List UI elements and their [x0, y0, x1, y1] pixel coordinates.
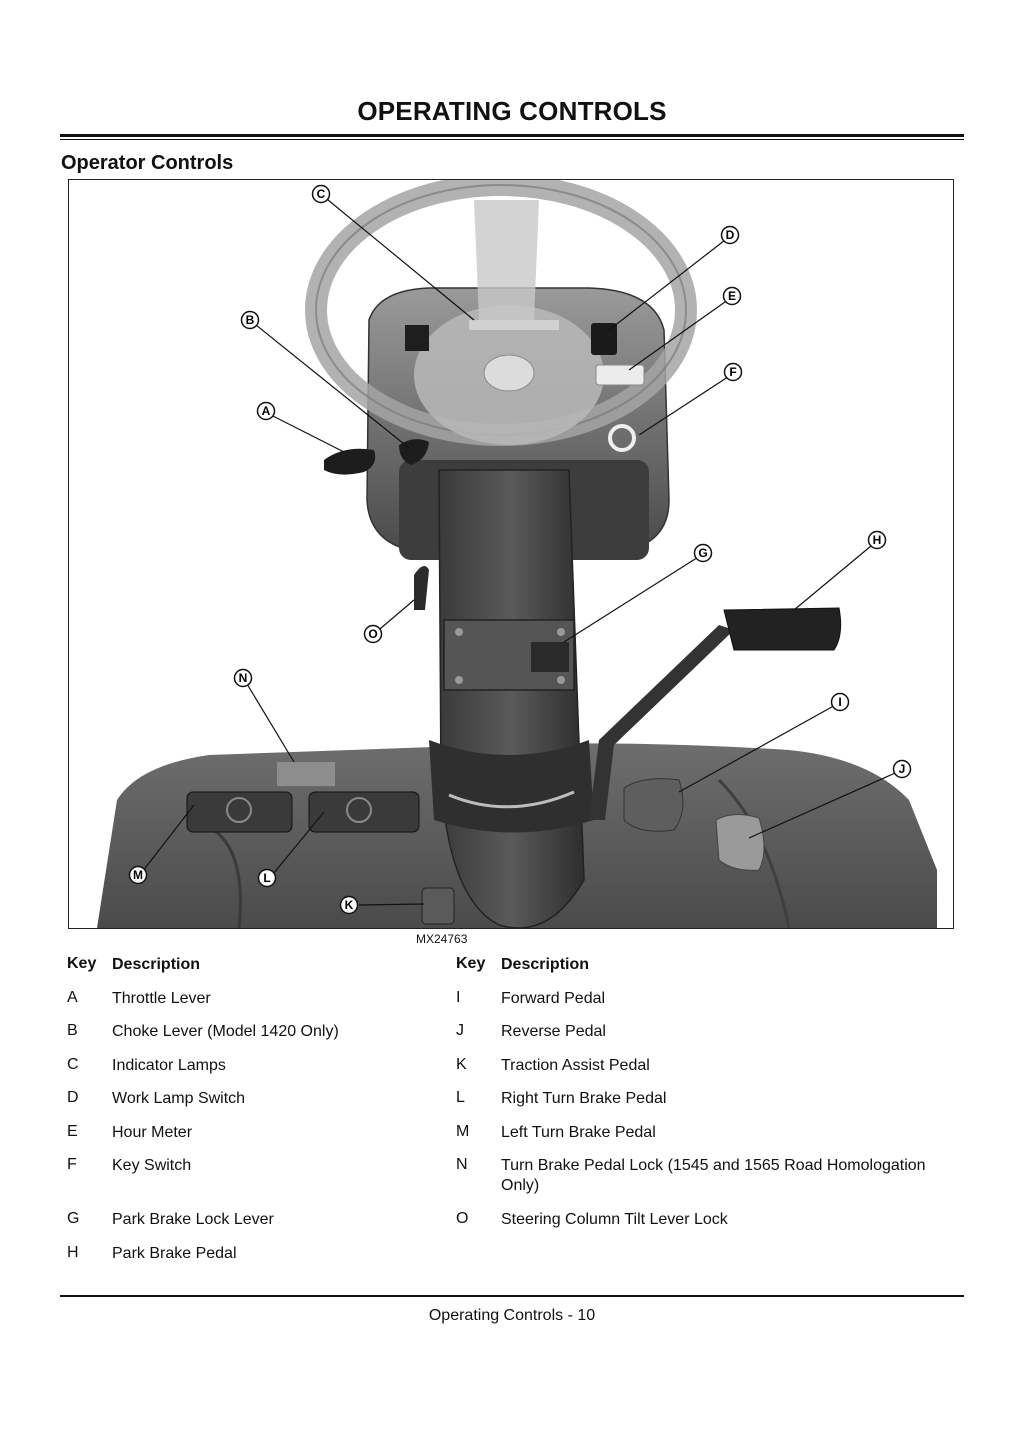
callout-d: D: [720, 225, 740, 245]
row-description: Steering Column Tilt Lever Lock: [501, 1211, 728, 1228]
row-description: Throttle Lever: [112, 989, 211, 1007]
title-rule: [60, 134, 964, 137]
key-column-header: Key: [67, 955, 97, 972]
svg-text:B: B: [246, 313, 255, 327]
svg-text:C: C: [317, 187, 326, 201]
steering-column: [438, 469, 585, 928]
row-description: Reverse Pedal: [501, 1023, 606, 1040]
row-key: E: [67, 1122, 78, 1140]
row-description: Right Turn Brake Pedal: [501, 1090, 667, 1107]
row-description: Choke Lever (Model 1420 Only): [112, 1023, 339, 1040]
row-description: Park Brake Pedal: [112, 1244, 237, 1262]
svg-text:M: M: [133, 868, 143, 882]
row-key: F: [67, 1156, 77, 1173]
row-description: Forward Pedal: [501, 989, 606, 1007]
key-column-header: Key: [456, 955, 486, 972]
svg-text:J: J: [899, 762, 906, 776]
svg-text:E: E: [728, 289, 736, 303]
brake-pedal-lock-shape: [277, 762, 335, 786]
row-key: H: [67, 1243, 79, 1261]
row-key: G: [67, 1210, 80, 1227]
row-key: L: [456, 1089, 465, 1106]
row-key: N: [456, 1156, 468, 1173]
svg-text:G: G: [698, 546, 707, 560]
footer-rule: [60, 1295, 964, 1297]
row-description: Park Brake Lock Lever: [112, 1211, 274, 1228]
figure-id: MX24763: [416, 932, 468, 946]
row-key: I: [456, 988, 461, 1006]
park-brake-lock-lever-shape: [531, 642, 569, 672]
callout-m: M: [128, 865, 148, 885]
callout-l: L: [257, 868, 277, 888]
svg-text:O: O: [368, 627, 377, 641]
controls-illustration: A B C D E F G H I J K L M N O: [97, 180, 937, 928]
hour-meter-shape: [595, 364, 645, 386]
svg-text:N: N: [239, 671, 248, 685]
row-description: Indicator Lamps: [112, 1056, 226, 1074]
throttle-lever-shape: [324, 448, 376, 475]
svg-text:L: L: [263, 871, 270, 885]
callout-c: C: [311, 184, 331, 204]
park-brake-pedal-shape: [723, 607, 842, 651]
row-key: O: [456, 1210, 469, 1227]
leader-lines: [138, 194, 903, 906]
callouts: A B C D E F G H I J K L M N O: [128, 184, 912, 915]
key-switch-shape: [608, 424, 636, 452]
row-description: Left Turn Brake Pedal: [501, 1123, 656, 1141]
row-key: A: [67, 988, 78, 1006]
operator-controls-figure: A B C D E F G H I J K L M N O: [68, 179, 954, 929]
page-title: OPERATING CONTROLS: [357, 96, 667, 126]
description-column-header: Description: [501, 956, 590, 973]
callout-f: F: [723, 362, 743, 382]
svg-text:A: A: [262, 404, 271, 418]
forward-pedal-shape: [623, 778, 684, 832]
svg-text:F: F: [729, 365, 736, 379]
callout-g: G: [693, 543, 713, 563]
row-key: C: [67, 1055, 79, 1073]
row-key: J: [456, 1022, 464, 1039]
work-lamp-switch-shape: [591, 323, 617, 355]
reverse-pedal-shape: [715, 814, 765, 871]
column-trim: [448, 790, 575, 809]
svg-text:H: H: [873, 533, 882, 547]
svg-text:I: I: [838, 695, 841, 709]
callout-k: K: [339, 895, 359, 915]
row-description: Hour Meter: [112, 1123, 193, 1141]
park-brake-rod: [589, 625, 734, 820]
row-key: D: [67, 1089, 79, 1106]
callout-i: I: [830, 692, 850, 712]
callout-e: E: [722, 286, 742, 306]
row-key: M: [456, 1122, 470, 1140]
dash-gauge: [405, 325, 429, 351]
title-rule-thin: [60, 139, 964, 140]
right-turn-brake-pedal-shape: [308, 791, 420, 833]
row-key: K: [456, 1055, 467, 1073]
row-description: Turn Brake Pedal Lock (1545 and 1565 Roa…: [501, 1157, 926, 1194]
callout-b: B: [240, 310, 260, 330]
section-subtitle: Operator Controls: [61, 152, 234, 174]
svg-text:K: K: [345, 898, 354, 912]
column-shroud: [429, 740, 594, 833]
callout-o: O: [363, 624, 383, 644]
row-description: Key Switch: [112, 1157, 192, 1174]
callout-a: A: [256, 401, 276, 421]
callout-j: J: [892, 759, 912, 779]
callout-n: N: [233, 668, 253, 688]
row-description: Work Lamp Switch: [112, 1090, 246, 1107]
tilt-lever-shape: [414, 566, 429, 610]
left-turn-brake-pedal-shape: [186, 791, 293, 833]
row-key: B: [67, 1022, 78, 1039]
row-description: Traction Assist Pedal: [501, 1056, 650, 1074]
steering-wheel-spoke: [474, 200, 539, 320]
description-column-header: Description: [112, 956, 201, 973]
page-footer: Operating Controls - 10: [428, 1307, 596, 1324]
traction-assist-pedal-shape: [421, 887, 455, 925]
callout-h: H: [867, 530, 887, 550]
svg-text:D: D: [726, 228, 735, 242]
